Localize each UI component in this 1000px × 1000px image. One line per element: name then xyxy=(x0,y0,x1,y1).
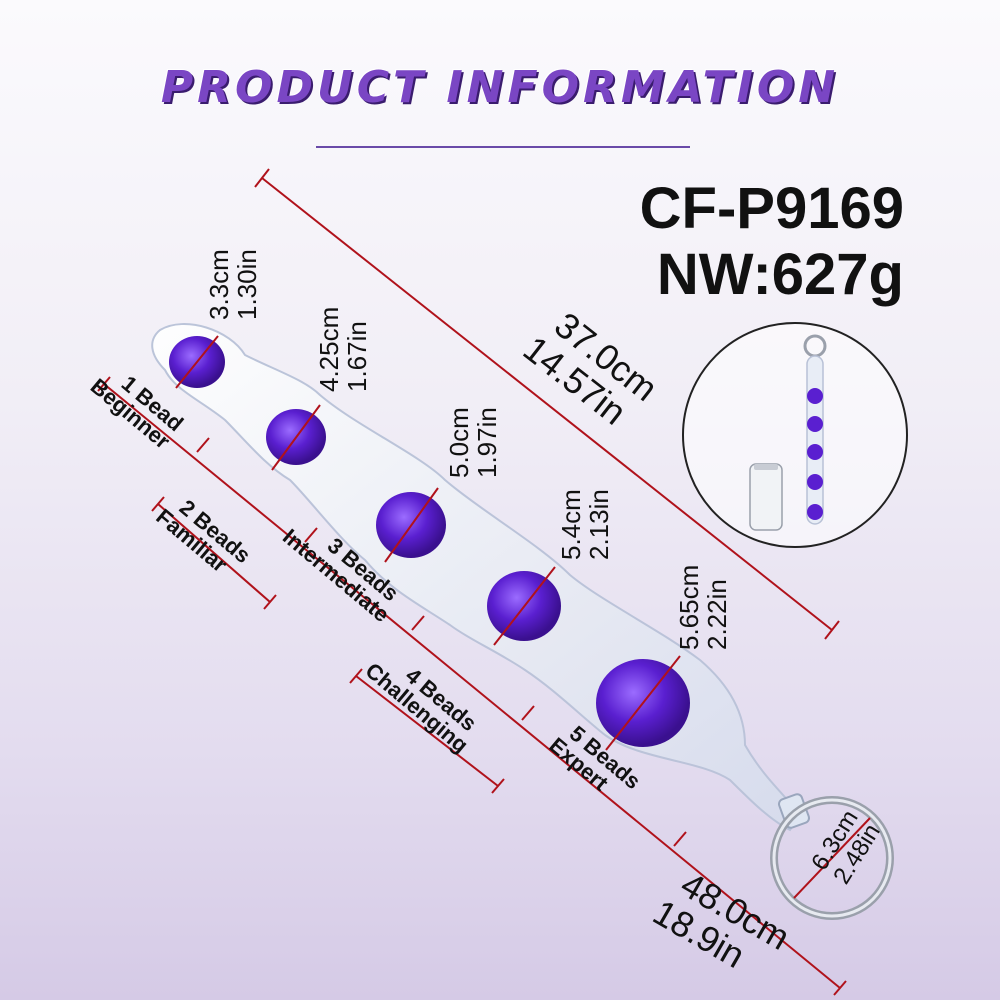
svg-text:1.30in: 1.30in xyxy=(232,249,262,320)
bead-1-size: 3.3cm 1.30in xyxy=(204,249,262,320)
bead-3-size: 5.0cm 1.97in xyxy=(444,407,502,478)
insert-length-measure xyxy=(254,168,840,640)
svg-text:1.67in: 1.67in xyxy=(342,321,372,392)
scale-reference-thumbnail xyxy=(682,322,908,548)
model-number: CF-P9169 xyxy=(639,176,904,241)
bead-2-size: 4.25cm 1.67in xyxy=(314,307,372,392)
scale-reference-illustration xyxy=(749,334,827,531)
product-spec-block: CF-P9169 NW:627g xyxy=(640,176,904,308)
svg-text:5.65cm: 5.65cm xyxy=(674,565,704,650)
bead-4-size: 5.4cm 2.13in xyxy=(556,489,614,560)
level-4-label: 4 Beads Challenging xyxy=(361,658,482,758)
level-measure-lines xyxy=(97,376,847,996)
page-title: PRODUCT INFORMATION xyxy=(160,62,840,113)
svg-text:5.0cm: 5.0cm xyxy=(444,407,474,478)
title-divider xyxy=(316,146,690,148)
total-length-label: 48.0cm 18.9in xyxy=(646,863,796,975)
svg-text:2.13in: 2.13in xyxy=(584,489,614,560)
bead-5-size: 5.65cm 2.22in xyxy=(674,565,732,650)
level-2-label: 2 Beads Familiar xyxy=(151,495,255,578)
svg-text:4.25cm: 4.25cm xyxy=(314,307,344,392)
svg-text:1.97in: 1.97in xyxy=(472,407,502,478)
insert-length-label: 37.0cm 14.57in xyxy=(516,304,666,433)
svg-text:2.22in: 2.22in xyxy=(702,579,732,650)
bead-diameter-lines xyxy=(175,335,871,899)
net-weight: NW:627g xyxy=(656,242,904,307)
svg-text:5.4cm: 5.4cm xyxy=(556,489,586,560)
svg-text:3.3cm: 3.3cm xyxy=(204,249,234,320)
